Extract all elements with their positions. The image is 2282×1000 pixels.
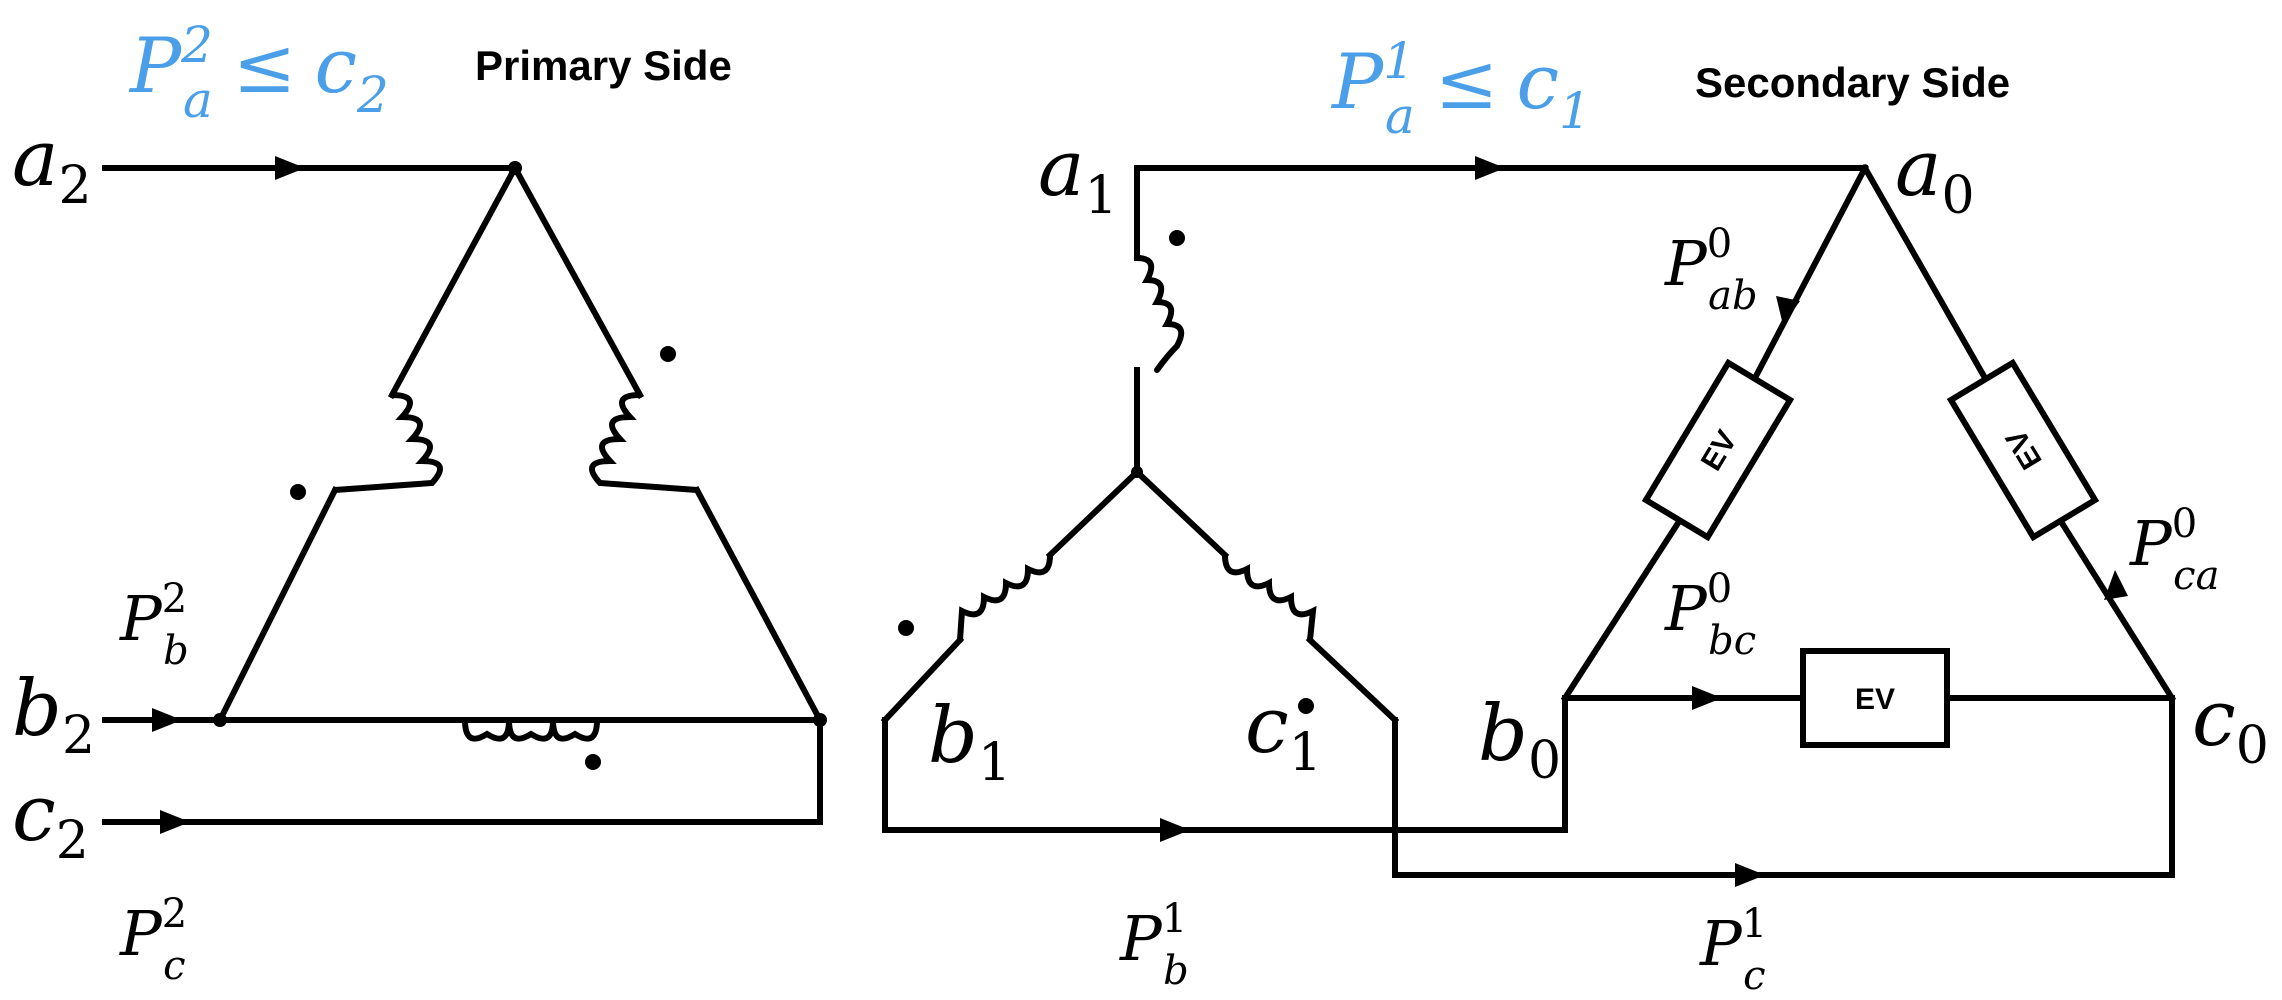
wye-winding-a — [1134, 255, 1185, 373]
primary-arrow-b — [152, 708, 182, 732]
primary-terminal-a2: a2 — [12, 114, 92, 216]
primary-terminal-c2: c2 — [12, 769, 89, 871]
primary-winding-bottom — [462, 717, 601, 742]
primary-terminal-b2: b2 — [12, 664, 95, 766]
primary-polarity-dot-bottom — [585, 754, 601, 770]
secondary-line-c — [1392, 695, 2175, 878]
primary-line-c — [102, 717, 823, 825]
wye-polarity-dot-b — [898, 620, 914, 636]
primary-arrow-a — [275, 156, 305, 180]
primary-winding-left — [332, 392, 443, 493]
primary-polarity-dot-right — [660, 346, 676, 362]
ev-box-ab: EV — [1641, 358, 1795, 542]
delta-arrow-ca — [2104, 570, 2128, 600]
wye-polarity-dot-a — [1169, 230, 1185, 246]
delta-node-c0: c0 — [2192, 674, 2269, 776]
secondary-arrow-c — [1735, 863, 1765, 887]
delta-arrow-ab — [1776, 296, 1800, 325]
primary-winding-right — [589, 392, 700, 493]
ev-box-ca: EV — [1946, 358, 2100, 542]
primary-node-right — [813, 713, 827, 727]
primary-node-top — [508, 161, 522, 175]
secondary-terminal-c1: c1 — [1245, 681, 1322, 783]
wye-arm-c — [1132, 467, 1400, 725]
primary-side-title: Primary Side — [475, 42, 732, 89]
delta-node-b0: b0 — [1478, 689, 1561, 791]
secondary-terminal-a1: a1 — [1038, 124, 1118, 226]
delta-arrow-bc — [1692, 686, 1722, 710]
secondary-arrow-a — [1475, 156, 1505, 180]
primary-delta-left-leg — [215, 163, 520, 725]
wye-polarity-dot-c — [1298, 698, 1314, 714]
wye-arm-b — [880, 467, 1142, 725]
primary-arrow-c — [160, 810, 190, 834]
wye-neutral-node — [1131, 466, 1143, 478]
secondary-arrow-b — [1160, 818, 1190, 842]
primary-delta-right-leg — [510, 163, 825, 725]
primary-polarity-dot-left — [290, 484, 306, 500]
primary-node-left — [213, 713, 227, 727]
delta-branch-ca — [1860, 163, 2177, 703]
secondary-side-title: Secondary Side — [1695, 59, 2010, 106]
wye-winding-c — [1222, 552, 1317, 643]
secondary-line-b — [882, 695, 1568, 833]
ev-box-bc: EV — [1800, 648, 1950, 748]
wye-winding-b — [957, 552, 1053, 643]
delta-node-a0: a0 — [1895, 124, 1975, 226]
ev-label-bc: EV — [1855, 683, 1895, 716]
delta-branch-ab — [1560, 163, 1870, 703]
secondary-terminal-b1: b1 — [928, 691, 1011, 793]
